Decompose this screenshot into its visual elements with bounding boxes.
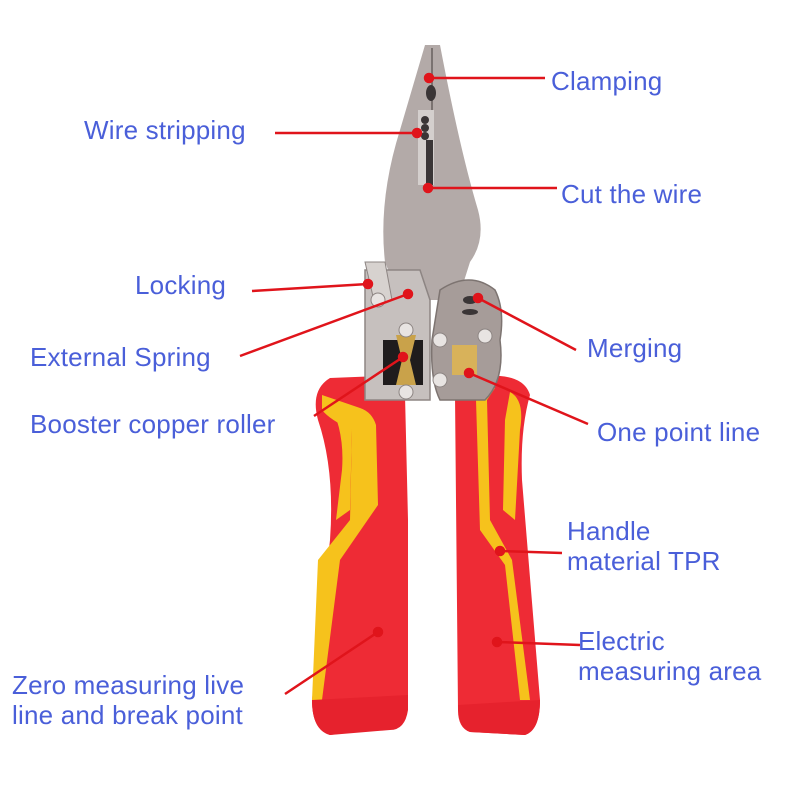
label-wire-stripping: Wire stripping <box>84 115 246 145</box>
left-handle <box>312 376 408 735</box>
label-electric-measuring-area: Electric measuring area <box>578 626 762 686</box>
label-zero-measuring: Zero measuring live line and break point <box>12 670 245 730</box>
label-external-spring: External Spring <box>30 342 211 372</box>
plier-head <box>364 45 503 401</box>
label-locking: Locking <box>135 270 227 300</box>
label-handle-material: Handle material TPR <box>567 516 721 576</box>
label-booster-copper-roller: Booster copper roller <box>30 409 276 439</box>
label-one-point-line: One point line <box>597 417 761 447</box>
label-clamping: Clamping <box>551 66 663 96</box>
leader-lines <box>239 72 589 696</box>
label-cut-the-wire: Cut the wire <box>561 179 703 209</box>
label-merging: Merging <box>587 333 683 363</box>
